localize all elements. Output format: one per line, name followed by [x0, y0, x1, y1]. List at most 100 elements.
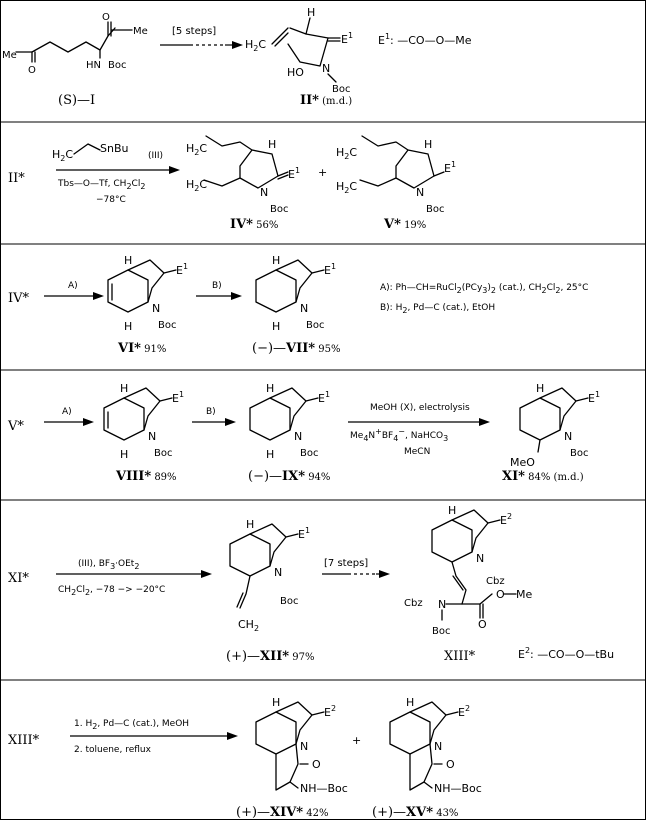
lactam-oxygen: O	[446, 758, 455, 771]
ring-nitrogen: N	[260, 186, 268, 199]
compound-label-vii: (−)—VII* 95%	[252, 341, 341, 356]
arrow-step-b: B)	[196, 281, 242, 300]
arrow-five-steps: [5 steps]	[160, 26, 243, 49]
allyl-h2c-1: H2C	[336, 146, 357, 161]
compound-viii: H H N E1 Boc VIII* 89%	[103, 382, 184, 484]
electrolysis-condition: MeOH (X), electrolysis	[370, 403, 470, 413]
boc-label: Boc	[426, 204, 444, 215]
compound-xii: H N E1 CH2 Boc (+)—XII* 97%	[226, 518, 315, 664]
ring-h-top: H	[120, 382, 128, 395]
boc-label: Boc	[332, 84, 350, 95]
boc-label: Boc	[306, 320, 324, 331]
arrow-step-a-2: A)	[44, 407, 94, 426]
bf3-condition: (III), BF3·OEt2	[78, 559, 139, 571]
solvent-condition: MeCN	[404, 447, 430, 457]
e1-substituent: E1	[444, 160, 456, 175]
ring-h-top: H	[406, 696, 414, 709]
e1-substituent: E1	[176, 262, 188, 277]
condition-b-text: B): H2, Pd—C (cat.), EtOH	[380, 303, 495, 315]
condition-a-text: A): Ph—CH=RuCl2(PCy3)2 (cat.), CH2Cl2, 2…	[380, 283, 588, 295]
start-label-v: V*	[7, 419, 24, 434]
step-a-label: A)	[68, 281, 78, 291]
nh-label: HN	[86, 60, 101, 71]
ring-h-bottom: H	[266, 448, 274, 461]
e2-substituent: E2	[458, 704, 470, 719]
compound-label-xii: (+)—XII* 97%	[226, 649, 315, 664]
ring-nitrogen: N	[476, 552, 484, 565]
ring-nitrogen: N	[564, 430, 572, 443]
lactam-oxygen: O	[312, 758, 321, 771]
e2-substituent: E2	[500, 512, 512, 527]
compound-label-xi: XI* 84% (m.d.)	[502, 469, 584, 484]
e1-substituent: E1	[288, 166, 300, 181]
allyl-h2c-2: H2C	[336, 180, 357, 195]
tbsotf-condition: Tbs—O—Tf, CH2Cl2	[57, 179, 145, 191]
ring-h-top: H	[124, 254, 132, 267]
boc-label: Boc	[280, 596, 298, 607]
carbonyl-oxygen: O	[478, 618, 487, 631]
arrow-step-a: A)	[44, 281, 104, 300]
ring-h-bottom: H	[120, 448, 128, 461]
plus-sign: +	[318, 166, 327, 179]
cbz-label-amine: Cbz	[404, 598, 423, 609]
ester-methyl-left: Me	[2, 50, 17, 61]
compound-label-ix: (−)—IX* 94%	[248, 469, 330, 484]
temperature-ramp-condition: CH2Cl2, −78 −> −20°C	[58, 585, 165, 597]
arrow-allylation-2: (III), BF3·OEt2 CH2Cl2, −78 −> −20°C	[56, 559, 212, 597]
boc-label: Boc	[108, 60, 126, 71]
arrow-step-b-2: B)	[192, 407, 236, 426]
methoxy-label: MeO	[510, 456, 535, 469]
ring-h-top: H	[266, 382, 274, 395]
vinyl-ch2: CH2	[238, 618, 259, 633]
e1-substituent: E1	[324, 262, 336, 277]
compound-xi: H N E1 MeO Boc XI* 84% (m.d.)	[502, 382, 600, 484]
ring-h: H	[268, 138, 276, 151]
compound-label-xiv: (+)—XIV* 42%	[236, 805, 329, 820]
plus-sign: +	[352, 734, 361, 747]
ester-oxygen: O	[496, 588, 505, 601]
boc-label: Boc	[154, 448, 172, 459]
step-b-label: B)	[212, 281, 222, 291]
reagent-iii-label: (III)	[148, 151, 163, 161]
vinyl-h2c: H2C	[245, 38, 266, 53]
compound-vii: H H N E1 Boc (−)—VII* 95%	[252, 254, 341, 356]
ring-nitrogen: N	[152, 302, 160, 315]
ring-h-top: H	[272, 696, 280, 709]
compound-label-xiii: XIII*	[444, 649, 476, 664]
compound-s-i: Me O O Me HN Boc (S)—I	[2, 12, 148, 108]
compound-label-ii: II* (m.d.)	[300, 93, 352, 108]
start-label-ii: II*	[8, 171, 25, 186]
e1-substituent: E1	[341, 31, 353, 46]
allyl-h2c-1: H2C	[186, 142, 207, 157]
compound-label-v: V* 19%	[383, 217, 426, 232]
start-label-iv: IV*	[8, 291, 30, 306]
amine-nitrogen: N	[438, 598, 446, 611]
boc-label: Boc	[300, 448, 318, 459]
e1-substituent: E1	[318, 390, 330, 405]
arrow-allylation: H2C SnBu(III) (III) Tbs—O—Tf, CH2Cl2 −78…	[52, 142, 180, 205]
ester-methyl-right: Me	[133, 26, 148, 37]
compound-xiv: H N E2 O NH—Boc (+)—XIV* 42%	[236, 696, 348, 820]
ring-h-top: H	[272, 254, 280, 267]
e2-substituent: E2	[324, 704, 336, 719]
boc-label: Boc	[570, 448, 588, 459]
compound-ix: H H N E1 Boc (−)—IX* 94%	[248, 382, 330, 484]
arrow-electrolysis: MeOH (X), electrolysis Me4N+BF4−, NaHCO3…	[348, 403, 490, 457]
step-b-label: B)	[206, 407, 216, 417]
ring-h-top: H	[536, 382, 544, 395]
ring-nitrogen: N	[148, 430, 156, 443]
ring-h: H	[424, 138, 432, 151]
arrow-cyclization: 1. H2, Pd—C (cat.), MeOH 2. toluene, ref…	[70, 719, 238, 755]
compound-label-iv: IV* 56%	[230, 217, 278, 232]
boc-label: Boc	[270, 204, 288, 215]
reflux-condition: 2. toluene, reflux	[74, 745, 152, 755]
compound-xiii: H N E2 Cbz O O Me N Cbz Boc XIII*	[404, 504, 532, 664]
ring-nitrogen: N	[294, 430, 302, 443]
ring-h-bottom: H	[124, 320, 132, 333]
ring-nitrogen: N	[434, 740, 442, 753]
ester-oxygen-right: O	[102, 12, 110, 23]
compound-ii: H E1 H2C HO N Boc II* (m.d.)	[245, 6, 353, 108]
arrow-seven-steps: [7 steps]	[322, 558, 390, 578]
e1-substituent: E1	[298, 526, 310, 541]
